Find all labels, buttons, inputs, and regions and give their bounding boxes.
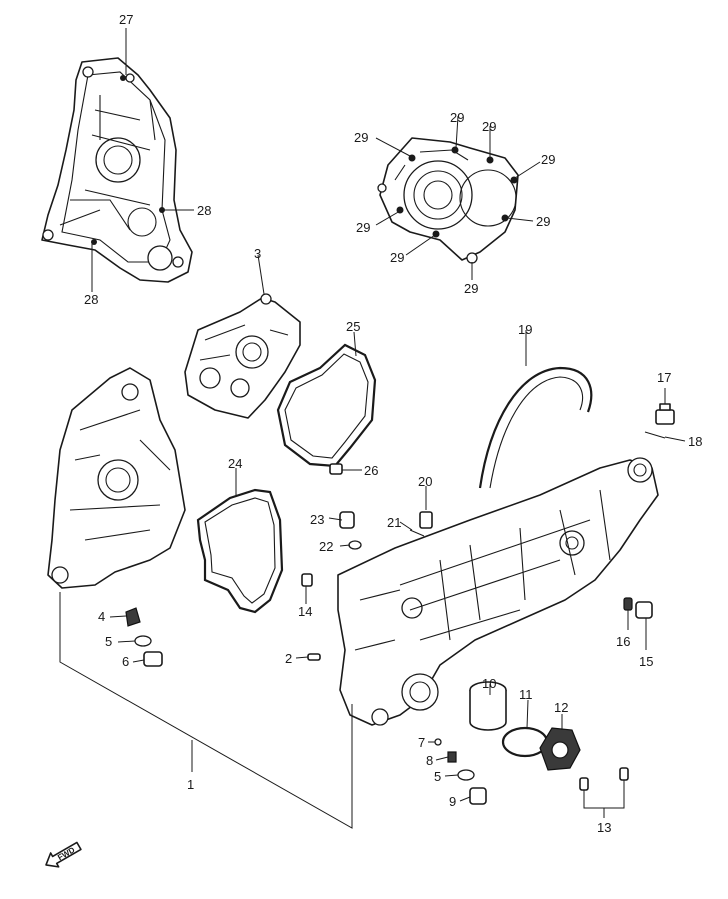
callout-16: 16 bbox=[616, 634, 630, 649]
callout-9: 9 bbox=[449, 794, 456, 809]
callout-11: 11 bbox=[519, 687, 533, 702]
callout-14: 14 bbox=[298, 604, 312, 619]
callout-21: 21 bbox=[387, 515, 401, 530]
crankcase-gasket-24 bbox=[196, 488, 284, 614]
callout-17: 17 bbox=[657, 370, 671, 385]
callout-10: 10 bbox=[482, 676, 496, 691]
callout-8: 8 bbox=[426, 753, 433, 768]
callout-5: 5 bbox=[105, 634, 112, 649]
callout-27: 27 bbox=[119, 12, 133, 27]
clutch-side-cover bbox=[377, 137, 519, 264]
callout-29: 29 bbox=[450, 110, 464, 125]
callout-29: 29 bbox=[356, 220, 370, 235]
callout-22: 22 bbox=[319, 539, 333, 554]
crankcase-cover-inner-view bbox=[41, 57, 193, 283]
left-crankcase-half bbox=[47, 367, 186, 589]
right-crankcase-half bbox=[337, 457, 659, 726]
oil-seal-strip-19 bbox=[478, 366, 593, 489]
callout-3: 3 bbox=[254, 246, 261, 261]
forward-arrow-icon: FWD bbox=[45, 841, 82, 868]
callout-29: 29 bbox=[390, 250, 404, 265]
callout-20: 20 bbox=[418, 474, 432, 489]
callout-7: 7 bbox=[418, 735, 425, 750]
callout-29: 29 bbox=[464, 281, 478, 296]
inner-transmission-cover bbox=[184, 293, 301, 419]
callout-25: 25 bbox=[346, 319, 360, 334]
callout-2: 2 bbox=[285, 651, 292, 666]
leader-lines bbox=[59, 28, 686, 829]
clip-18 bbox=[644, 431, 666, 439]
callout-29: 29 bbox=[536, 214, 550, 229]
callout-labels: 27 28 28 29 29 29 29 29 29 29 29 3 25 19… bbox=[84, 12, 702, 835]
callout-12: 12 bbox=[554, 700, 568, 715]
callout-6: 6 bbox=[122, 654, 129, 669]
callout-24: 24 bbox=[228, 456, 242, 471]
callout-28: 28 bbox=[197, 203, 211, 218]
callout-4: 4 bbox=[98, 609, 105, 624]
callout-28: 28 bbox=[84, 292, 98, 307]
callout-5: 5 bbox=[434, 769, 441, 784]
callout-29: 29 bbox=[354, 130, 368, 145]
callout-18: 18 bbox=[688, 434, 702, 449]
breather-fitting-17 bbox=[655, 403, 675, 425]
cover-gasket-25 bbox=[276, 343, 377, 468]
callout-1: 1 bbox=[187, 777, 194, 792]
callout-15: 15 bbox=[639, 654, 653, 669]
callout-26: 26 bbox=[364, 463, 378, 478]
callout-23: 23 bbox=[310, 512, 324, 527]
callout-29: 29 bbox=[482, 119, 496, 134]
callout-29: 29 bbox=[541, 152, 555, 167]
callout-19: 19 bbox=[518, 322, 532, 337]
callout-13: 13 bbox=[597, 820, 611, 835]
